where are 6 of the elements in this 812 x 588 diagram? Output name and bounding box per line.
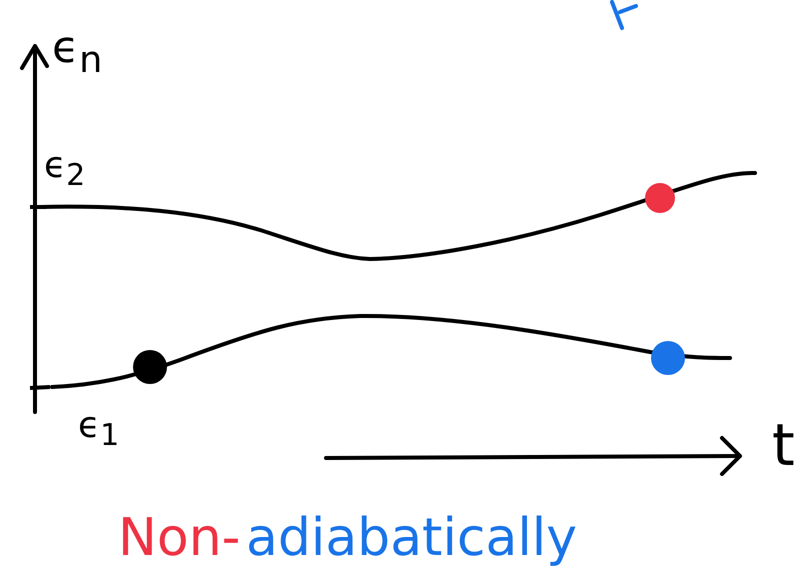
level-label: ϵ$_{1}$ <box>78 408 120 452</box>
axis-label: t <box>772 416 795 474</box>
level-label: ϵ$_{2}$ <box>44 148 86 192</box>
caption-text: Non- <box>118 512 240 564</box>
axis-label: ϵ$_{n}$ <box>52 26 102 78</box>
caption-text: adiabatically <box>246 512 578 564</box>
